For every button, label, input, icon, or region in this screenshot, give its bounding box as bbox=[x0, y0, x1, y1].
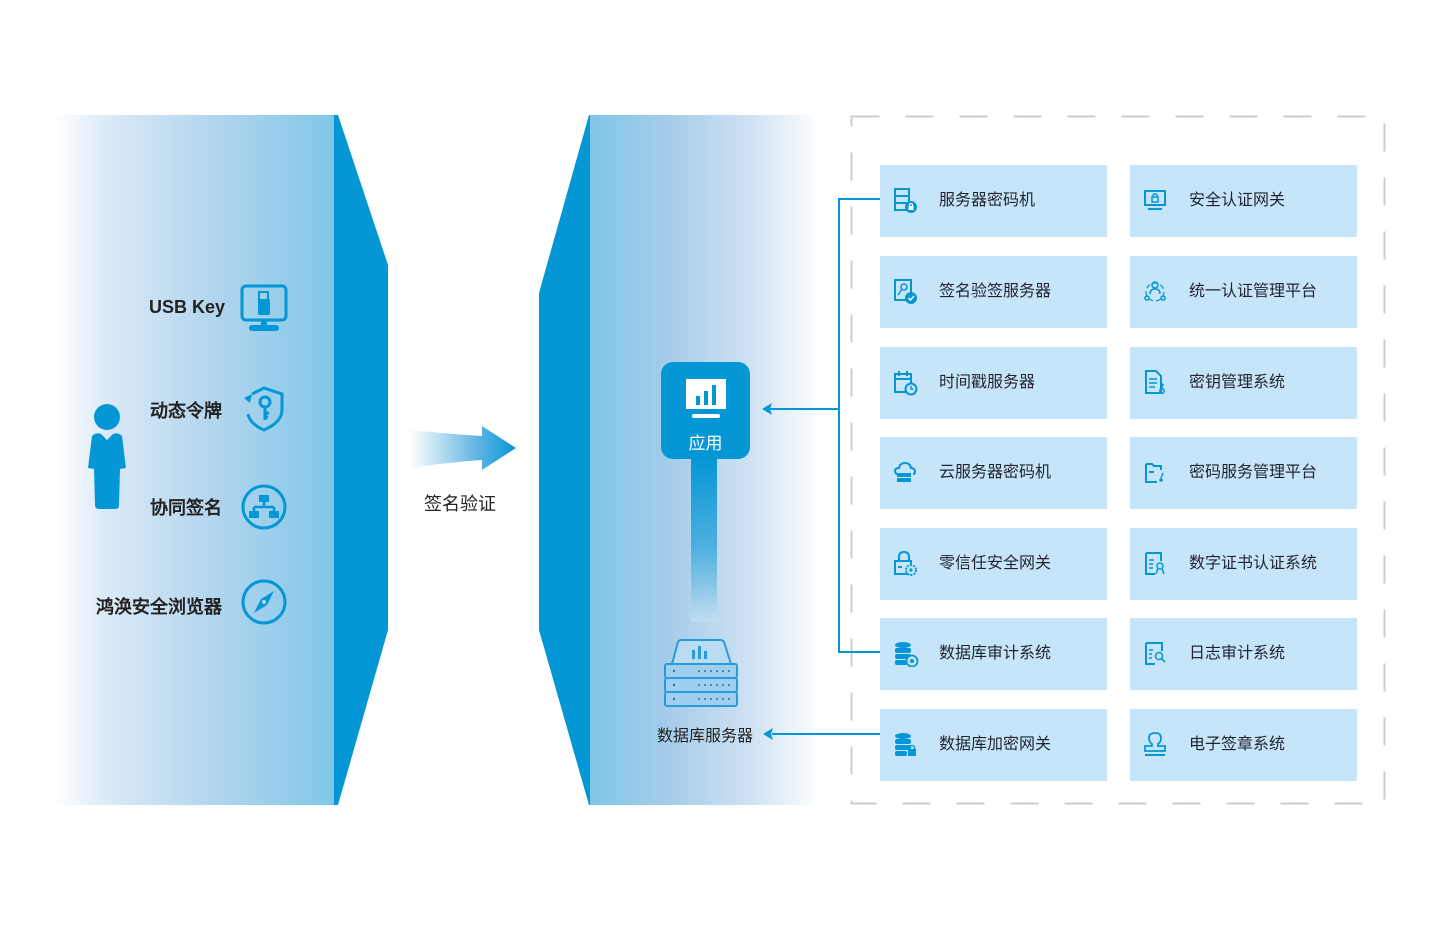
security-services-frame bbox=[850, 115, 1386, 805]
service-card-server-crypto[interactable]: 服务器密码机 bbox=[880, 165, 1107, 237]
service-card-label: 服务器密码机 bbox=[939, 192, 1036, 209]
service-card-label: 密码服务管理平台 bbox=[1189, 464, 1318, 481]
database-eye-icon bbox=[895, 642, 919, 667]
user-network-icon bbox=[1144, 281, 1166, 302]
app-db-link bbox=[691, 458, 717, 622]
left-item-label: 鸿涣安全浏览器 bbox=[96, 597, 222, 617]
service-card-label: 零信任安全网关 bbox=[939, 555, 1052, 572]
database-server-label: 数据库服务器 bbox=[656, 728, 753, 745]
service-card-label: 云服务器密码机 bbox=[939, 464, 1052, 481]
connector-line bbox=[838, 198, 840, 652]
service-card-unified-auth[interactable]: 统一认证管理平台 bbox=[1130, 256, 1357, 328]
service-card-label: 数据库加密网关 bbox=[939, 736, 1052, 753]
left-item-label: USB Key bbox=[148, 297, 225, 317]
usb-key-monitor-icon[interactable] bbox=[240, 284, 288, 332]
application-node[interactable] bbox=[661, 362, 750, 459]
arrow-left-icon bbox=[763, 728, 773, 740]
service-card-e-seal[interactable]: 电子签章系统 bbox=[1130, 709, 1357, 781]
cloud-server-icon bbox=[893, 461, 917, 482]
left-item-label: 动态令牌 bbox=[150, 401, 222, 421]
connector-line bbox=[838, 198, 880, 200]
user-icon bbox=[88, 404, 126, 509]
service-card-label: 日志审计系统 bbox=[1189, 645, 1286, 662]
service-card-timestamp[interactable]: 时间戳服务器 bbox=[880, 347, 1107, 419]
service-card-label: 签名验签服务器 bbox=[939, 283, 1052, 300]
service-card-db-audit[interactable]: 数据库审计系统 bbox=[880, 618, 1107, 690]
folder-key-icon bbox=[1145, 463, 1164, 483]
service-card-key-management[interactable]: 密钥管理系统 bbox=[1130, 347, 1357, 419]
service-card-label: 安全认证网关 bbox=[1189, 192, 1286, 209]
secure-browser-compass-icon[interactable] bbox=[240, 578, 288, 626]
stamp-icon bbox=[1144, 732, 1166, 756]
database-lock-icon bbox=[895, 733, 916, 756]
service-card-db-encrypt[interactable]: 数据库加密网关 bbox=[880, 709, 1107, 781]
server-lock-icon bbox=[894, 188, 917, 213]
lock-gear-icon bbox=[894, 551, 917, 576]
connector-line bbox=[770, 408, 840, 410]
certificate-icon bbox=[1145, 552, 1165, 575]
service-card-label: 时间戳服务器 bbox=[939, 374, 1036, 391]
app-monitor-chart-icon bbox=[686, 379, 726, 418]
monitor-lock-icon bbox=[1144, 190, 1166, 210]
service-card-zero-trust[interactable]: 零信任安全网关 bbox=[880, 528, 1107, 600]
service-card-digital-cert[interactable]: 数字证书认证系统 bbox=[1130, 528, 1357, 600]
signature-verification-label: 签名验证 bbox=[424, 494, 496, 514]
collaborative-sign-network-icon[interactable] bbox=[240, 483, 288, 531]
document-key-icon bbox=[1145, 370, 1165, 394]
application-label: 应用 bbox=[688, 434, 723, 453]
arrow-left-icon bbox=[762, 403, 772, 415]
key-verify-icon bbox=[894, 279, 917, 304]
application-panel-edge bbox=[539, 115, 593, 805]
connector-line bbox=[838, 651, 880, 653]
log-search-icon bbox=[1145, 642, 1166, 665]
service-card-label: 密钥管理系统 bbox=[1189, 374, 1286, 391]
service-card-sign-verify[interactable]: 签名验签服务器 bbox=[880, 256, 1107, 328]
service-card-label: 电子签章系统 bbox=[1189, 736, 1286, 753]
service-card-label: 数字证书认证系统 bbox=[1189, 555, 1318, 572]
service-card-label: 统一认证管理平台 bbox=[1189, 283, 1318, 300]
service-card-cloud-crypto[interactable]: 云服务器密码机 bbox=[880, 437, 1107, 509]
service-card-log-audit[interactable]: 日志审计系统 bbox=[1130, 618, 1357, 690]
left-item-label: 协同签名 bbox=[150, 498, 222, 518]
service-card-crypto-service-platform[interactable]: 密码服务管理平台 bbox=[1130, 437, 1357, 509]
service-card-label: 数据库审计系统 bbox=[939, 645, 1052, 662]
service-card-auth-gateway[interactable]: 安全认证网关 bbox=[1130, 165, 1357, 237]
client-panel-edge bbox=[334, 115, 388, 805]
connector-line bbox=[772, 733, 880, 735]
right-arrow-icon bbox=[410, 426, 516, 470]
database-server-icon[interactable] bbox=[662, 638, 740, 714]
calendar-clock-icon bbox=[894, 371, 918, 396]
dynamic-token-shield-key-icon[interactable] bbox=[240, 384, 288, 432]
